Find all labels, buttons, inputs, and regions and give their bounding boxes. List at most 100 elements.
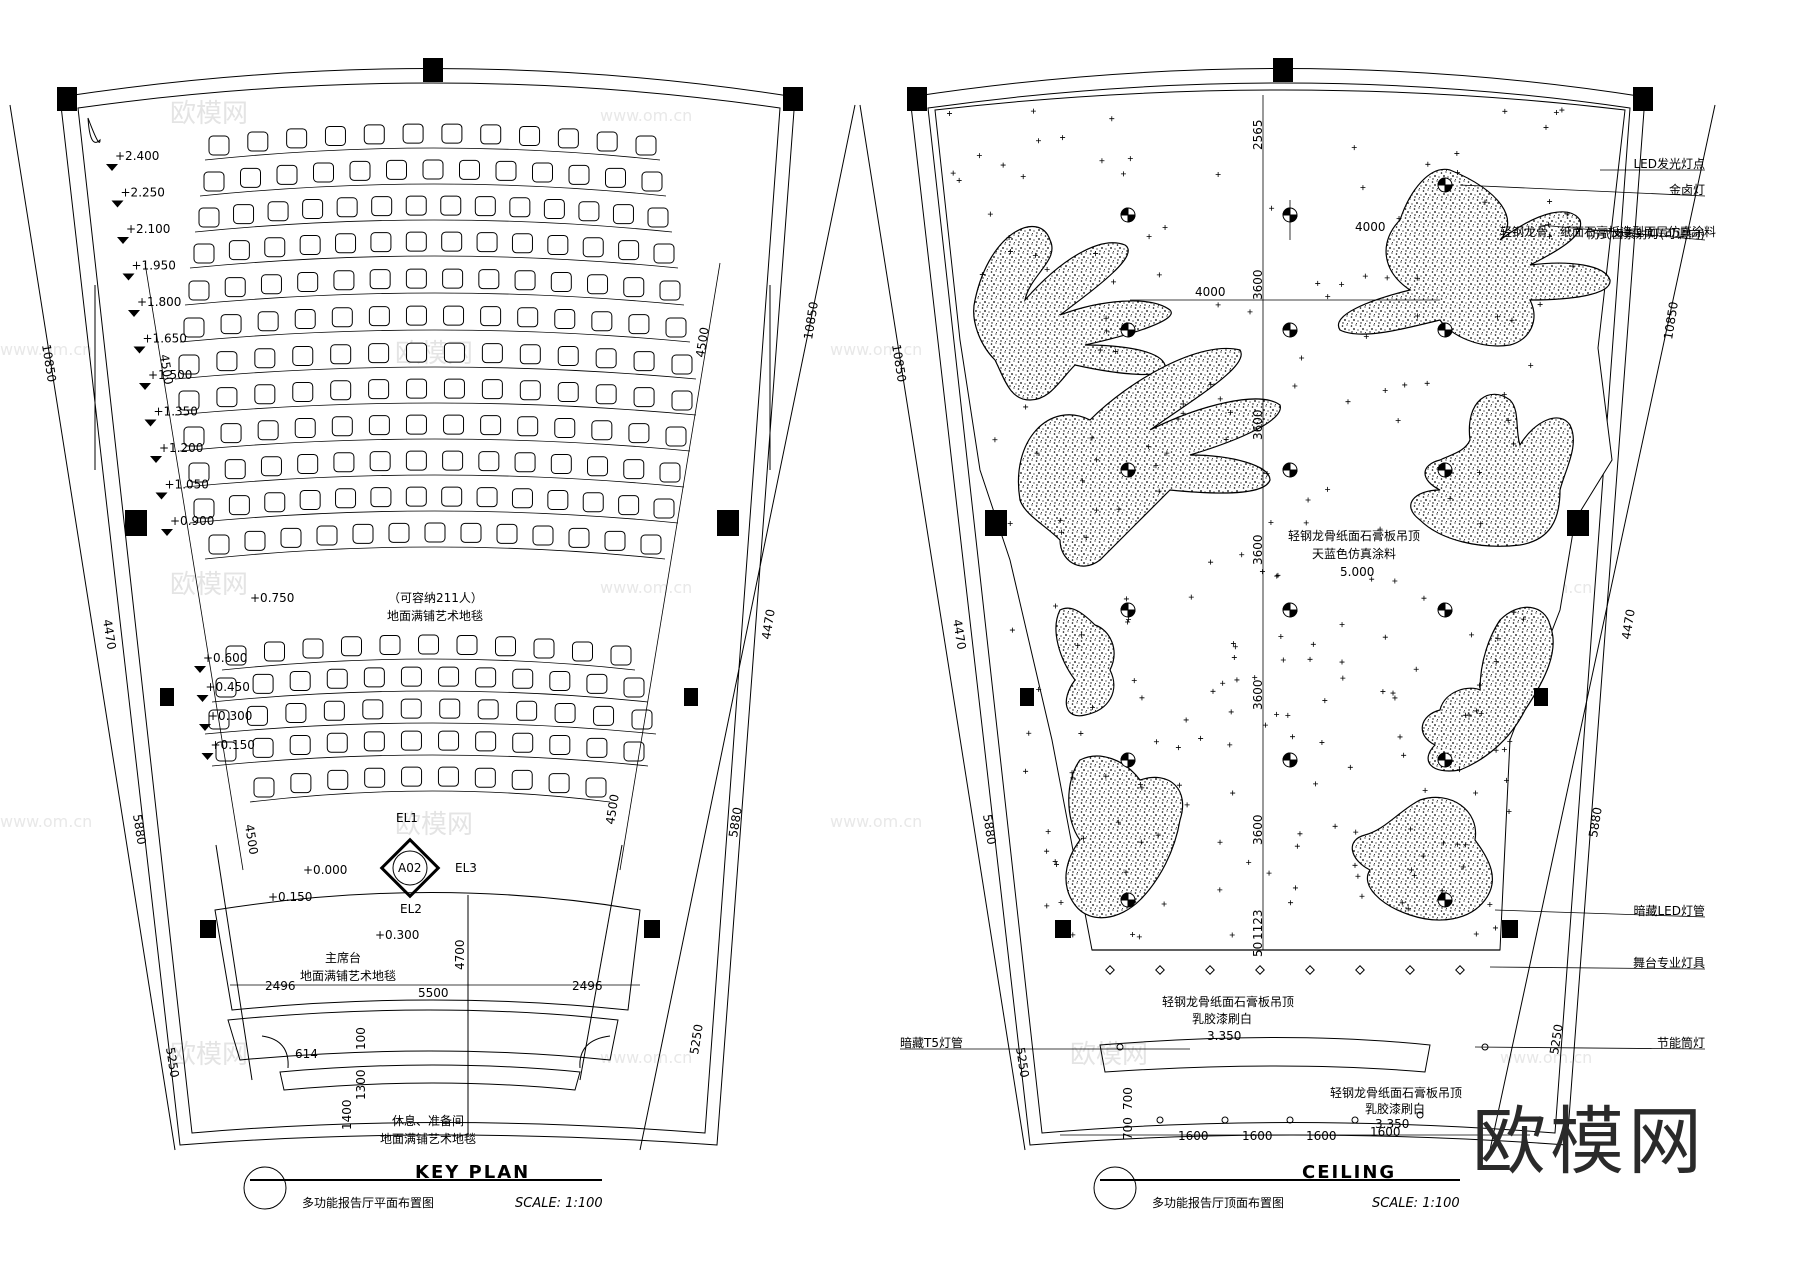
seat bbox=[240, 167, 261, 188]
elevation-label: EL1 bbox=[396, 811, 418, 825]
seat bbox=[595, 384, 617, 405]
led-point bbox=[1460, 864, 1466, 870]
lamp-fill bbox=[1120, 207, 1136, 223]
tier-line bbox=[204, 147, 661, 161]
led-point bbox=[1454, 841, 1460, 847]
ceiling-dimension: 3600 bbox=[1251, 679, 1265, 710]
stage-ceiling-note: 乳胶漆刷白 bbox=[1192, 1011, 1252, 1026]
seat bbox=[178, 354, 200, 375]
stage-level: +0.300 bbox=[375, 928, 419, 942]
led-point bbox=[1155, 832, 1161, 838]
seat bbox=[480, 415, 502, 436]
lamp-fill bbox=[1282, 602, 1298, 618]
led-point bbox=[1239, 552, 1245, 558]
seat bbox=[578, 201, 600, 222]
leaf-shape bbox=[973, 225, 1172, 401]
led-point bbox=[1054, 861, 1059, 867]
seat bbox=[456, 634, 478, 655]
led-point bbox=[1363, 333, 1369, 339]
watermark-brand: 欧模网 bbox=[170, 570, 248, 600]
tier-line bbox=[179, 329, 691, 343]
watermark-url: www.om.cn bbox=[600, 106, 692, 125]
led-point bbox=[1392, 695, 1398, 701]
lamp-fill bbox=[1437, 602, 1453, 618]
led-point bbox=[1036, 138, 1041, 144]
tier-line bbox=[249, 790, 611, 803]
led-point bbox=[1570, 263, 1576, 269]
level-triangle bbox=[155, 492, 168, 500]
led-point bbox=[1466, 712, 1472, 718]
led-point bbox=[1473, 931, 1479, 937]
seat bbox=[188, 280, 210, 301]
seat bbox=[264, 237, 286, 258]
stage-dimension: 4700 bbox=[453, 939, 467, 970]
watermark-url: www.om.cn bbox=[830, 340, 922, 359]
led-point bbox=[1274, 573, 1280, 579]
led-point bbox=[1395, 418, 1401, 424]
led-point bbox=[1469, 632, 1475, 638]
seat bbox=[514, 270, 536, 291]
level-triangle bbox=[194, 666, 206, 673]
seat bbox=[276, 164, 298, 185]
seat bbox=[244, 530, 266, 551]
led-star-points bbox=[947, 107, 1576, 940]
led-point bbox=[1089, 435, 1095, 441]
led-point bbox=[1136, 934, 1142, 940]
tier-line bbox=[199, 183, 667, 197]
seat bbox=[641, 171, 663, 192]
seat bbox=[591, 420, 613, 441]
tier-line bbox=[204, 546, 666, 560]
seat bbox=[481, 379, 503, 400]
seat bbox=[405, 305, 427, 326]
led-point bbox=[1322, 698, 1328, 704]
downlight bbox=[1416, 1111, 1424, 1119]
led-point bbox=[1262, 722, 1268, 728]
seat bbox=[188, 462, 210, 483]
seat bbox=[612, 204, 634, 225]
seat bbox=[665, 317, 687, 338]
seat bbox=[519, 380, 541, 401]
led-point bbox=[1414, 275, 1420, 281]
watermark-url: www.om.cn bbox=[1500, 1048, 1592, 1067]
led-point bbox=[947, 110, 953, 116]
lamp-fill bbox=[1120, 602, 1136, 618]
led-point bbox=[1478, 521, 1484, 527]
led-point bbox=[1521, 616, 1527, 622]
led-point bbox=[1502, 108, 1508, 114]
led-point bbox=[1127, 156, 1133, 162]
backstage-dimension: 614 bbox=[295, 1047, 318, 1061]
led-point bbox=[1478, 711, 1484, 717]
side-dimension: 10850 bbox=[39, 343, 59, 383]
elevation-tag: A02 bbox=[398, 861, 421, 875]
seat bbox=[336, 197, 358, 218]
level-label: +0.900 bbox=[170, 514, 214, 528]
stage-floor: 地面满铺艺术地毯 bbox=[300, 969, 396, 983]
led-point bbox=[1319, 739, 1325, 745]
backstage-dimension: 100 bbox=[354, 1027, 368, 1050]
stage-spot bbox=[1355, 965, 1365, 975]
seat bbox=[517, 307, 539, 328]
seat bbox=[441, 123, 463, 144]
led-point bbox=[1217, 839, 1223, 845]
led-point bbox=[1275, 572, 1281, 578]
led-point bbox=[1217, 887, 1223, 893]
watermark-brand: 欧模网 bbox=[170, 99, 248, 129]
seat bbox=[550, 453, 572, 474]
led-point bbox=[1032, 252, 1038, 258]
side-dimension: 5250 bbox=[163, 1046, 182, 1078]
seat bbox=[480, 306, 502, 327]
stage-ceiling-note: 轻钢龙骨纸面石膏板吊顶 bbox=[1162, 994, 1294, 1009]
aisle-level: +0.750 bbox=[250, 591, 294, 605]
lamp-fill bbox=[1120, 752, 1136, 768]
lamp-fill bbox=[1437, 892, 1453, 908]
leader-line bbox=[1474, 1046, 1706, 1050]
led-point bbox=[1109, 116, 1115, 122]
led-point bbox=[1559, 107, 1565, 113]
led-point bbox=[1058, 529, 1064, 535]
level-triangle bbox=[150, 456, 162, 463]
led-point bbox=[1401, 752, 1407, 758]
side-dimension: 5880 bbox=[726, 806, 745, 838]
seat bbox=[604, 530, 626, 551]
led-point bbox=[979, 272, 985, 278]
ceiling-dimension: 50 bbox=[1251, 942, 1265, 957]
